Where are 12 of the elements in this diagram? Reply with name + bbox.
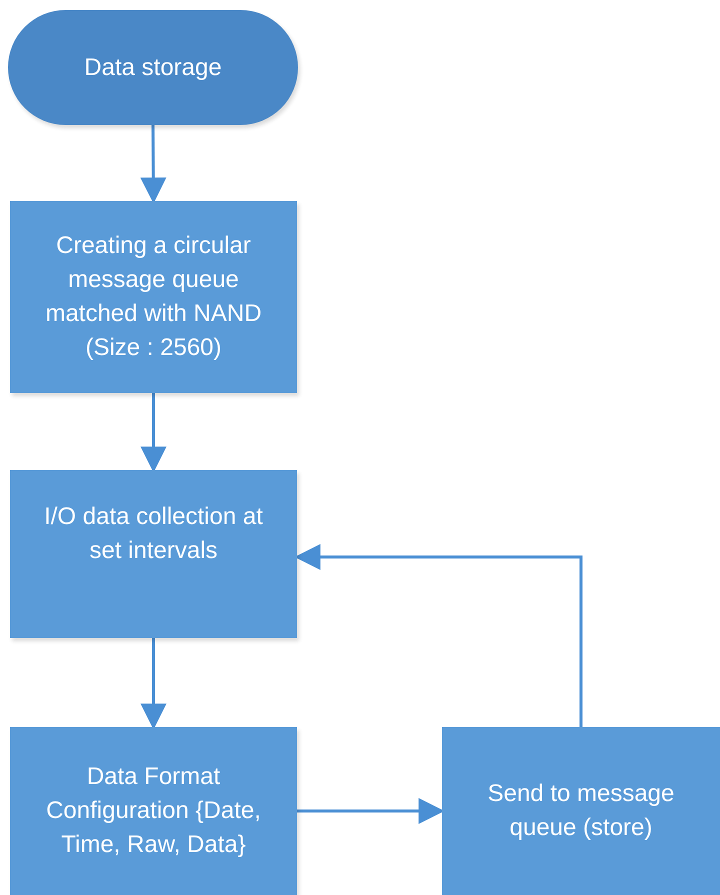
arrow: [140, 124, 166, 204]
process-box: [10, 727, 297, 895]
process-box: [442, 727, 720, 895]
node-text: I/O data collection at set intervals: [43, 502, 264, 566]
node-text: Data storage: [84, 52, 222, 82]
arrow: [140, 638, 166, 730]
process-box: [10, 470, 297, 638]
node-text: Send to message queue (store): [486, 779, 676, 843]
arrow: [140, 393, 166, 473]
process-box: [10, 201, 297, 393]
node-text: Creating a circular message queue matched with NAND (Size : 2560): [44, 231, 263, 363]
node-text: Data Format Configuration {Date, Time, Raw, Data}: [45, 762, 262, 860]
